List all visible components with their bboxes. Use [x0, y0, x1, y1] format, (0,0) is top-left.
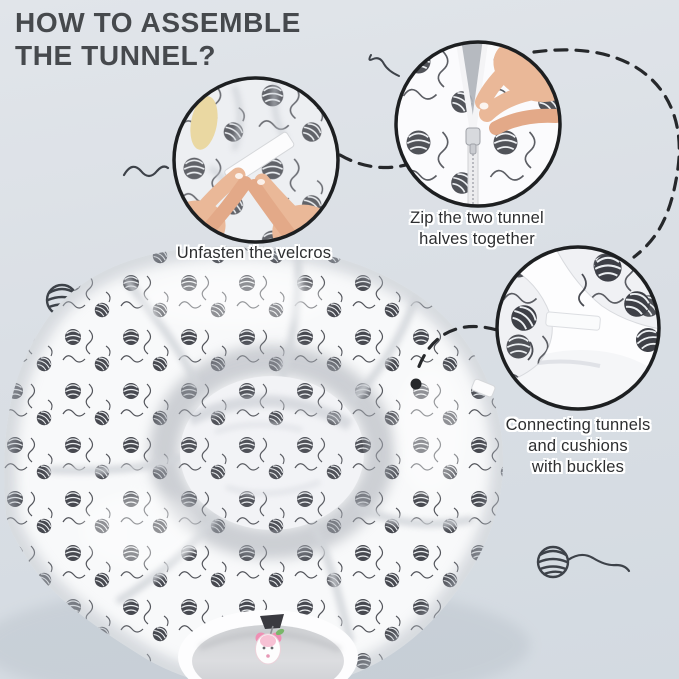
buckle-tab [471, 378, 496, 398]
step2-caption: Zip the two tunnel halves together [410, 209, 544, 248]
buckle-point-dot [410, 378, 422, 390]
dashed-connector-step3-product [415, 324, 499, 374]
page-title-line1: HOW TO ASSEMBLE [15, 7, 301, 38]
zipper [456, 42, 488, 206]
step2-photo-zip-halves [394, 40, 562, 208]
step1-photo-unfasten-velcro [172, 76, 340, 244]
step3-caption: Connecting tunnels and cushions with buc… [505, 416, 651, 476]
tunnel-entrance [178, 610, 358, 679]
dashed-arc-step2-step3 [532, 48, 679, 259]
yarn-ball-doodle-bottom-right [536, 545, 631, 579]
step1-caption: Unfasten the velcros [176, 244, 332, 262]
yarn-thread-squiggle-left [122, 165, 170, 178]
page-title-line2: THE TUNNEL? [15, 40, 217, 71]
yarn-thread-squiggle-near-step2 [368, 54, 400, 77]
mouse-toy [255, 628, 285, 665]
center-cushion [180, 376, 364, 530]
hand [475, 42, 560, 135]
tunnel-product-photo [4, 245, 503, 679]
buckle-strap [545, 311, 601, 331]
toy-strap [260, 614, 284, 629]
step3-photo-buckles [495, 245, 661, 411]
page-title: HOW TO ASSEMBLE THE TUNNEL? [15, 6, 301, 72]
